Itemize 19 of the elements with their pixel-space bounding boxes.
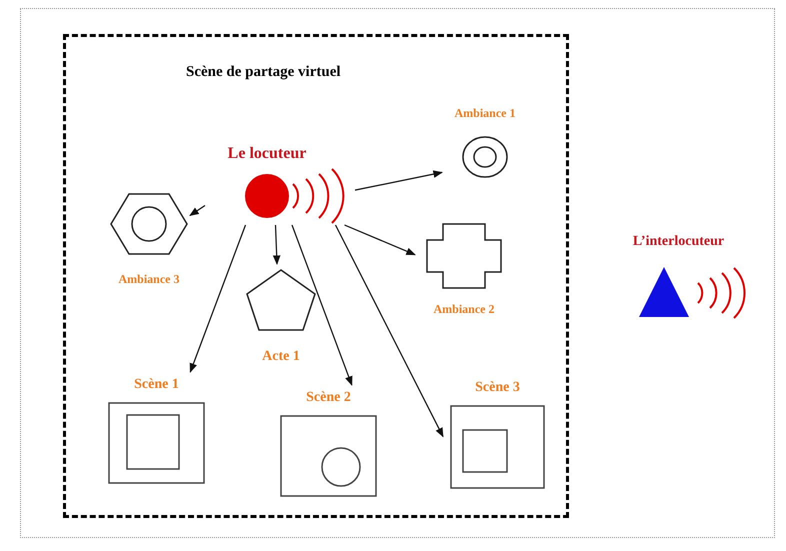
scene-heading: Scène de partage virtuel [186,63,341,82]
dashed-scene-frame [63,34,569,518]
node-label: Scène 2 [306,389,351,406]
node-label: Acte 1 [262,348,300,366]
arrow [354,170,443,191]
arrow [272,224,280,265]
node-label: Scène 3 [475,379,520,396]
node-label: Le locuteur [226,144,308,164]
arrow [189,204,206,216]
arrow [190,224,246,373]
outer-frame [20,8,775,538]
node-label: Ambiance 2 [434,302,494,317]
node-label: Scène 1 [134,376,179,394]
node-label: Ambiance 3 [118,272,180,287]
arrow [291,224,352,386]
arrow [334,224,444,438]
node-label: L’interlocuteur [632,233,724,250]
arrow [344,224,416,256]
node-label: Ambiance 1 [454,106,516,121]
